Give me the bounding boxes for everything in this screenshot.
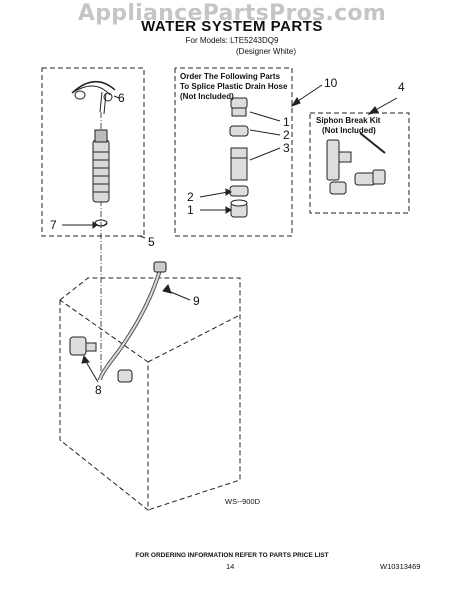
washer-cabinet xyxy=(59,277,241,512)
watermark-text: AppliancePartsPros.com xyxy=(77,1,387,26)
callout-10: 10 xyxy=(324,76,338,90)
model-variant: (Designer White) xyxy=(236,47,297,56)
document-number: W10313469 xyxy=(380,562,421,571)
splice-box-line3: (Not Included) xyxy=(180,92,234,101)
drain-hose-part xyxy=(92,129,110,203)
hose-guide-part xyxy=(71,81,116,115)
splice-parts xyxy=(229,97,249,218)
callout-9: 9 xyxy=(193,294,200,308)
callout-8: 8 xyxy=(95,383,102,397)
page-title: WATER SYSTEM PARTS xyxy=(141,18,323,35)
model-number: For Models: LTE5243DQ9 xyxy=(185,36,279,45)
inlet-hose-part xyxy=(98,261,167,381)
callout-6: 6 xyxy=(118,91,125,105)
water-inlet-fitting xyxy=(69,336,133,383)
siphon-break-kit xyxy=(326,132,386,195)
callout-3: 3 xyxy=(283,141,290,155)
splice-box-line2: To Splice Plastic Drain Hose xyxy=(180,82,288,91)
figure-code: WS--900D xyxy=(225,497,261,506)
siphon-box-line1: Siphon Break Kit xyxy=(316,116,381,125)
group-box-4 xyxy=(309,112,410,214)
callout-2a: 2 xyxy=(283,128,290,142)
callout-2b: 2 xyxy=(187,190,194,204)
callout-1b: 1 xyxy=(187,203,194,217)
callout-5: 5 xyxy=(148,235,155,249)
page-number: 14 xyxy=(226,562,235,571)
splice-box-line1: Order The Following Parts xyxy=(180,72,281,81)
callout-1a: 1 xyxy=(283,115,290,129)
group-box-10 xyxy=(174,67,293,237)
ordering-note: FOR ORDERING INFORMATION REFER TO PARTS … xyxy=(135,552,329,559)
callout-7: 7 xyxy=(50,218,57,232)
group-box-5 xyxy=(41,67,145,237)
callout-4: 4 xyxy=(398,80,405,94)
siphon-box-line2: (Not Included) xyxy=(322,126,376,135)
